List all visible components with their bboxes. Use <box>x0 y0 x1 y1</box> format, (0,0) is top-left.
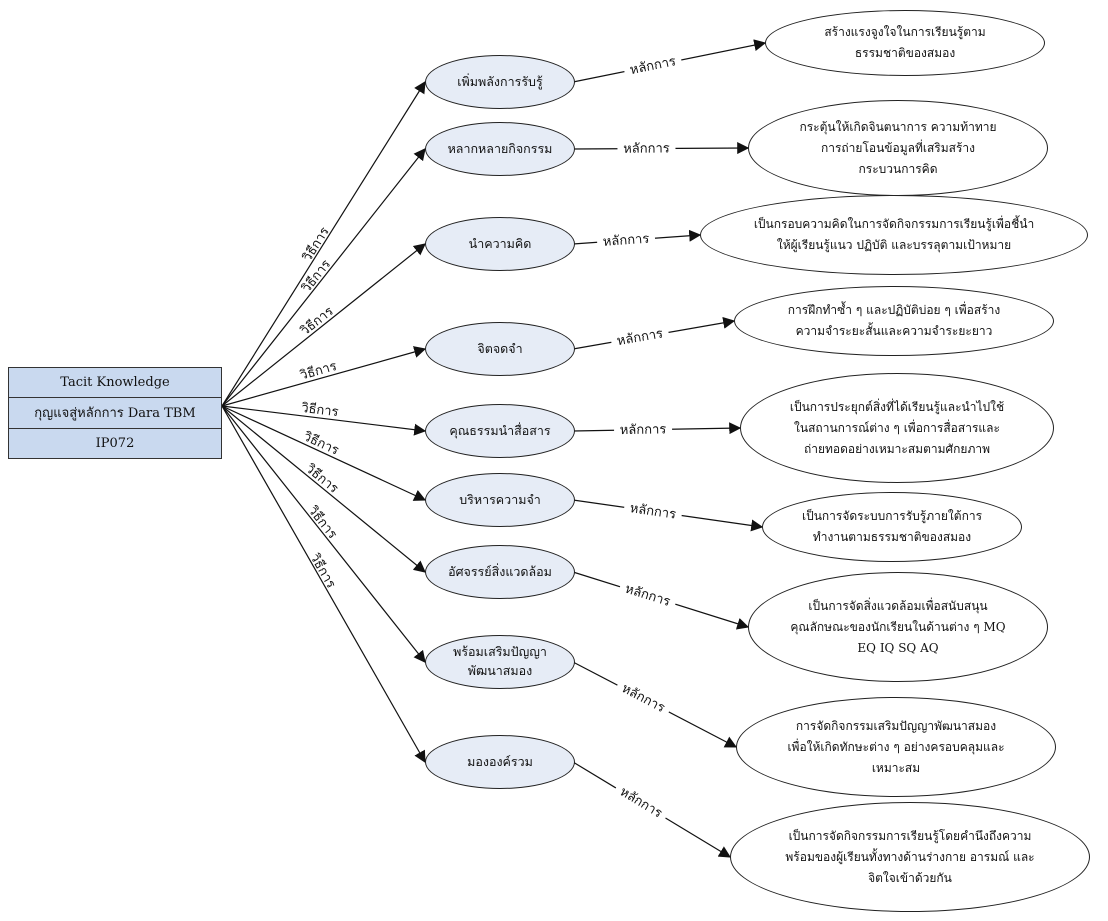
principle-edge-label-3: หลักการ <box>602 232 650 250</box>
principle-edge-label-4: หลักการ <box>616 326 664 349</box>
method-edge-label-5: วิธีการ <box>300 400 340 421</box>
principle-text-7: เป็นการจัดสิ่งแวดล้อมเพื่อสนับสนุนคุณลัก… <box>790 596 1005 659</box>
principle-line: เป็นการจัดระบบการรับรู้ภายใต้การ <box>801 509 983 523</box>
principle-text-5: เป็นการประยุกต์สิ่งที่ได้เรียนรู้และนำไป… <box>790 397 1004 460</box>
method-node-9: มององค์รวม <box>425 735 575 789</box>
principle-label-bg <box>613 677 673 719</box>
principle-line: ทำงานตามธรรมชาติของสมอง <box>812 530 972 544</box>
principle-label-bg <box>622 52 683 80</box>
principle-node-1: สร้างแรงจูงใจในการเรียนรู้ตามธรรมชาติของ… <box>765 10 1045 76</box>
principle-line: ความจำระยะสั้นและความจำระยะยาว <box>795 324 993 338</box>
principle-edge-label-1: หลักการ <box>629 54 678 78</box>
method-edge-label-6: วิธีการ <box>300 428 341 459</box>
principle-line: ถ่ายทอดอย่างเหมาะสมตามศักยภาพ <box>803 441 991 456</box>
method-arrow-8 <box>221 405 426 663</box>
principle-edge-label-2: หลักการ <box>623 141 670 156</box>
method-arrow-5 <box>221 405 427 436</box>
method-node-1: เพิ่มพลังการรับรู้ <box>425 55 575 109</box>
method-node-7: อัศจรรย์สิ่งแวดล้อม <box>425 545 575 599</box>
method-arrow-9 <box>221 405 426 764</box>
method-node-3: นำความคิด <box>425 217 575 271</box>
method-arrow-1 <box>221 80 426 407</box>
method-edge-label-7: วิธีการ <box>302 460 342 497</box>
principle-line: การจัดกิจกรรมเสริมปัญญาพัฒนาสมอง <box>795 718 997 733</box>
principle-line: เพื่อให้เกิดทักษะต่าง ๆ อย่างครอบคลุมและ <box>787 739 1005 754</box>
principle-node-6: เป็นการจัดระบบการรับรู้ภายใต้การทำงานตาม… <box>762 492 1022 562</box>
principle-line: สร้างแรงจูงใจในการเรียนรู้ตาม <box>824 25 986 39</box>
method-edge-label-1: วิธีการ <box>299 224 333 265</box>
principle-line: จิตใจเข้าด้วยกัน <box>868 870 952 885</box>
principle-text-2: กระตุ้นให้เกิดจินตนาการ ความท้าทายการถ่า… <box>799 117 996 180</box>
principle-line: ในสถานการณ์ต่าง ๆ เพื่อการสื่อสารและ <box>794 420 1000 435</box>
principle-node-9: เป็นการจัดกิจกรรมการเรียนรู้โดยคำนึงถึงค… <box>730 802 1090 912</box>
principle-edge-label-8: หลักการ <box>619 681 667 716</box>
principle-line: เป็นการประยุกต์สิ่งที่ได้เรียนรู้และนำไป… <box>789 399 1005 414</box>
principle-edge-label-5: หลักการ <box>620 422 667 438</box>
root-code: IP072 <box>95 435 135 451</box>
method-node-5: คุณธรรมนำสื่อสาร <box>425 404 575 458</box>
principle-line: เป็นการจัดกิจกรรมการเรียนรู้โดยคำนึงถึงค… <box>788 828 1032 843</box>
principle-line: พร้อมของผู้เรียนทั้งทางด้านร่างกาย อารมณ… <box>785 849 1035 864</box>
principle-label-bg <box>609 324 670 351</box>
principle-node-5: เป็นการประยุกต์สิ่งที่ได้เรียนรู้และนำไป… <box>740 373 1054 483</box>
principle-edge-label-9: หลักการ <box>617 784 665 821</box>
principle-label-bg <box>623 499 683 524</box>
principle-line: เหมาะสม <box>871 760 921 775</box>
principle-text-9: เป็นการจัดกิจกรรมการเรียนรู้โดยคำนึงถึงค… <box>785 826 1034 889</box>
principle-label-bg <box>596 230 656 251</box>
principle-line: เป็นการจัดสิ่งแวดล้อมเพื่อสนับสนุน <box>808 598 988 613</box>
method-arrow-6 <box>221 405 427 501</box>
principle-label-bg <box>613 421 673 439</box>
principle-line: กระตุ้นให้เกิดจินตนาการ ความท้าทาย <box>799 119 997 134</box>
method-arrow-7 <box>221 405 426 573</box>
root-title: Tacit Knowledge <box>9 368 221 399</box>
principle-label-bg <box>617 578 678 612</box>
method-node-4: จิตจดจำ <box>425 322 575 376</box>
method-edge-label-9: วิธีการ <box>306 550 339 591</box>
principle-line: กระบวนการคิด <box>858 161 938 176</box>
root-subtitle: กุญแจสู่หลักการ Dara TBM <box>9 398 221 429</box>
principle-node-4: การฝึกทำซ้ำ ๆ และปฏิบัติบ่อย ๆ เพื่อสร้า… <box>734 286 1054 356</box>
principle-node-2: กระตุ้นให้เกิดจินตนาการ ความท้าทายการถ่า… <box>748 100 1048 196</box>
principle-edge-label-6: หลักการ <box>629 501 677 522</box>
method-arrow-4 <box>221 346 427 407</box>
principle-line: EQ IQ SQ AQ <box>857 640 939 655</box>
method-node-2: หลากหลายกิจกรรม <box>425 122 575 176</box>
principle-line: ธรรมชาติของสมอง <box>854 46 956 60</box>
method-node-8: พร้อมเสริมปัญญา พัฒนาสมอง <box>425 635 575 689</box>
method-edge-label-8: วิธีการ <box>304 502 340 542</box>
principle-node-3: เป็นกรอบความคิดในการจัดกิจกรรมการเรียนรู… <box>700 195 1088 275</box>
principle-line: การฝึกทำซ้ำ ๆ และปฏิบัติบ่อย ๆ เพื่อสร้า… <box>787 303 1001 317</box>
principle-node-8: การจัดกิจกรรมเสริมปัญญาพัฒนาสมองเพื่อให้… <box>736 697 1056 797</box>
method-arrow-3 <box>221 243 426 407</box>
method-edge-label-4: วิธีการ <box>298 358 339 384</box>
method-edge-label-3: วิธีการ <box>297 303 337 339</box>
principle-line: ให้ผู้เรียนรู้แนว ปฏิบัติ และบรรลุตามเป้… <box>776 238 1012 252</box>
principle-text-8: การจัดกิจกรรมเสริมปัญญาพัฒนาสมองเพื่อให้… <box>787 716 1004 779</box>
method-node-6: บริหารความจำ <box>425 473 575 527</box>
principle-line: คุณลักษณะของนักเรียนในด้านต่าง ๆ MQ <box>790 619 1006 634</box>
principle-text-4: การฝึกทำซ้ำ ๆ และปฏิบัติบ่อย ๆ เพื่อสร้า… <box>788 300 1000 342</box>
principle-label-bg <box>612 780 670 825</box>
principle-label-bg <box>617 140 676 157</box>
principle-line: เป็นกรอบความคิดในการจัดกิจกรรมการเรียนรู… <box>753 217 1035 231</box>
principle-line: การถ่ายโอนข้อมูลที่เสริมสร้าง <box>820 140 976 155</box>
principle-edge-label-7: หลักการ <box>623 582 672 610</box>
principle-text-3: เป็นกรอบความคิดในการจัดกิจกรรมการเรียนรู… <box>754 214 1034 256</box>
root-box-tacit-knowledge: Tacit Knowledge กุญแจสู่หลักการ Dara TBM… <box>8 367 222 459</box>
principle-text-1: สร้างแรงจูงใจในการเรียนรู้ตามธรรมชาติของ… <box>824 22 985 64</box>
principle-text-6: เป็นการจัดระบบการรับรู้ภายใต้การทำงานตาม… <box>802 506 982 548</box>
principle-node-7: เป็นการจัดสิ่งแวดล้อมเพื่อสนับสนุนคุณลัก… <box>748 572 1048 682</box>
method-arrow-2 <box>221 148 426 407</box>
